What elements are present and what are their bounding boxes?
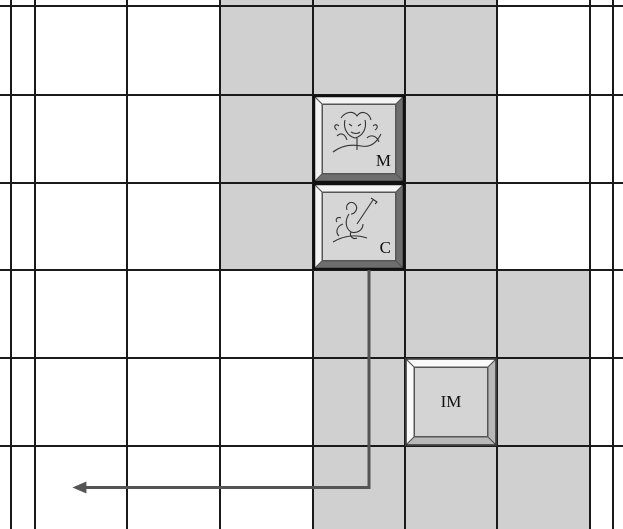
- piece-label: C: [380, 238, 391, 258]
- game-piece-c[interactable]: C: [313, 183, 405, 270]
- board-cell-r5-c6[interactable]: [590, 446, 623, 529]
- board-cell-r0-c5[interactable]: [497, 6, 590, 95]
- board-cell-r3-c3[interactable]: [313, 270, 405, 358]
- board-cell-r2-c6[interactable]: [590, 183, 623, 270]
- piece-label: IM: [405, 358, 497, 446]
- grid-line-horizontal: [0, 5, 623, 7]
- piece-label: M: [376, 151, 391, 171]
- board-cell-r5-c0[interactable]: [35, 446, 127, 529]
- board-edge-left-r5[interactable]: [0, 446, 35, 529]
- board-edge-left-r1[interactable]: [0, 95, 35, 183]
- board-cell-r1-c4[interactable]: [405, 95, 497, 183]
- grid-line-horizontal: [0, 357, 623, 359]
- board-cell-r4-c2[interactable]: [220, 358, 313, 446]
- grid-line-vertical: [612, 0, 614, 529]
- board-cell-r0-c0[interactable]: [35, 6, 127, 95]
- grid-line-horizontal: [0, 182, 623, 184]
- board-cell-r3-c2[interactable]: [220, 270, 313, 358]
- board-cell-r1-c6[interactable]: [590, 95, 623, 183]
- board-cell-r4-c3[interactable]: [313, 358, 405, 446]
- grid-line-vertical: [34, 0, 36, 529]
- grid-line-vertical: [496, 0, 498, 529]
- board-cell-r4-c1[interactable]: [127, 358, 220, 446]
- board-edge-left-r2[interactable]: [0, 183, 35, 270]
- board-cell-r3-c5[interactable]: [497, 270, 590, 358]
- board-cell-r3-c4[interactable]: [405, 270, 497, 358]
- game-piece-m[interactable]: M: [313, 95, 405, 183]
- board-cell-r5-c1[interactable]: [127, 446, 220, 529]
- board-cell-r5-c5[interactable]: [497, 446, 590, 529]
- board-cell-r4-c0[interactable]: [35, 358, 127, 446]
- board-cell-r1-c0[interactable]: [35, 95, 127, 183]
- board-cell-r0-c1[interactable]: [127, 6, 220, 95]
- board-cell-r5-c2[interactable]: [220, 446, 313, 529]
- board-cell-r5-c3[interactable]: [313, 446, 405, 529]
- board-cell-r3-c0[interactable]: [35, 270, 127, 358]
- board-cell-r4-c6[interactable]: [590, 358, 623, 446]
- board-cell-r2-c1[interactable]: [127, 183, 220, 270]
- board-cell-r2-c2[interactable]: [220, 183, 313, 270]
- board-cell-r4-c5[interactable]: [497, 358, 590, 446]
- board-cell-r0-c2[interactable]: [220, 6, 313, 95]
- board-edge-left-r0[interactable]: [0, 6, 35, 95]
- board-cell-r1-c5[interactable]: [497, 95, 590, 183]
- grid-line-vertical: [589, 0, 591, 529]
- grid-line-horizontal: [0, 94, 623, 96]
- grid-line-horizontal: [0, 269, 623, 271]
- board-cell-r1-c2[interactable]: [220, 95, 313, 183]
- board-edge-left-r3[interactable]: [0, 270, 35, 358]
- board-cell-r2-c5[interactable]: [497, 183, 590, 270]
- character-icon: [327, 194, 385, 253]
- board-cell-r0-c3[interactable]: [313, 6, 405, 95]
- board-cell-r3-c1[interactable]: [127, 270, 220, 358]
- grid-line-vertical: [10, 0, 12, 529]
- board-cell-r0-c6[interactable]: [590, 6, 623, 95]
- board-edge-left-r4[interactable]: [0, 358, 35, 446]
- board-cell-r5-c4[interactable]: [405, 446, 497, 529]
- grid-line-vertical: [219, 0, 221, 529]
- board-cell-r1-c1[interactable]: [127, 95, 220, 183]
- board-cell-r0-c4[interactable]: [405, 6, 497, 95]
- grid-line-vertical: [126, 0, 128, 529]
- game-piece-im[interactable]: IM: [405, 358, 497, 446]
- grid-line-horizontal: [0, 445, 623, 447]
- board-cell-r3-c6[interactable]: [590, 270, 623, 358]
- board-cell-r2-c0[interactable]: [35, 183, 127, 270]
- board-cell-r2-c4[interactable]: [405, 183, 497, 270]
